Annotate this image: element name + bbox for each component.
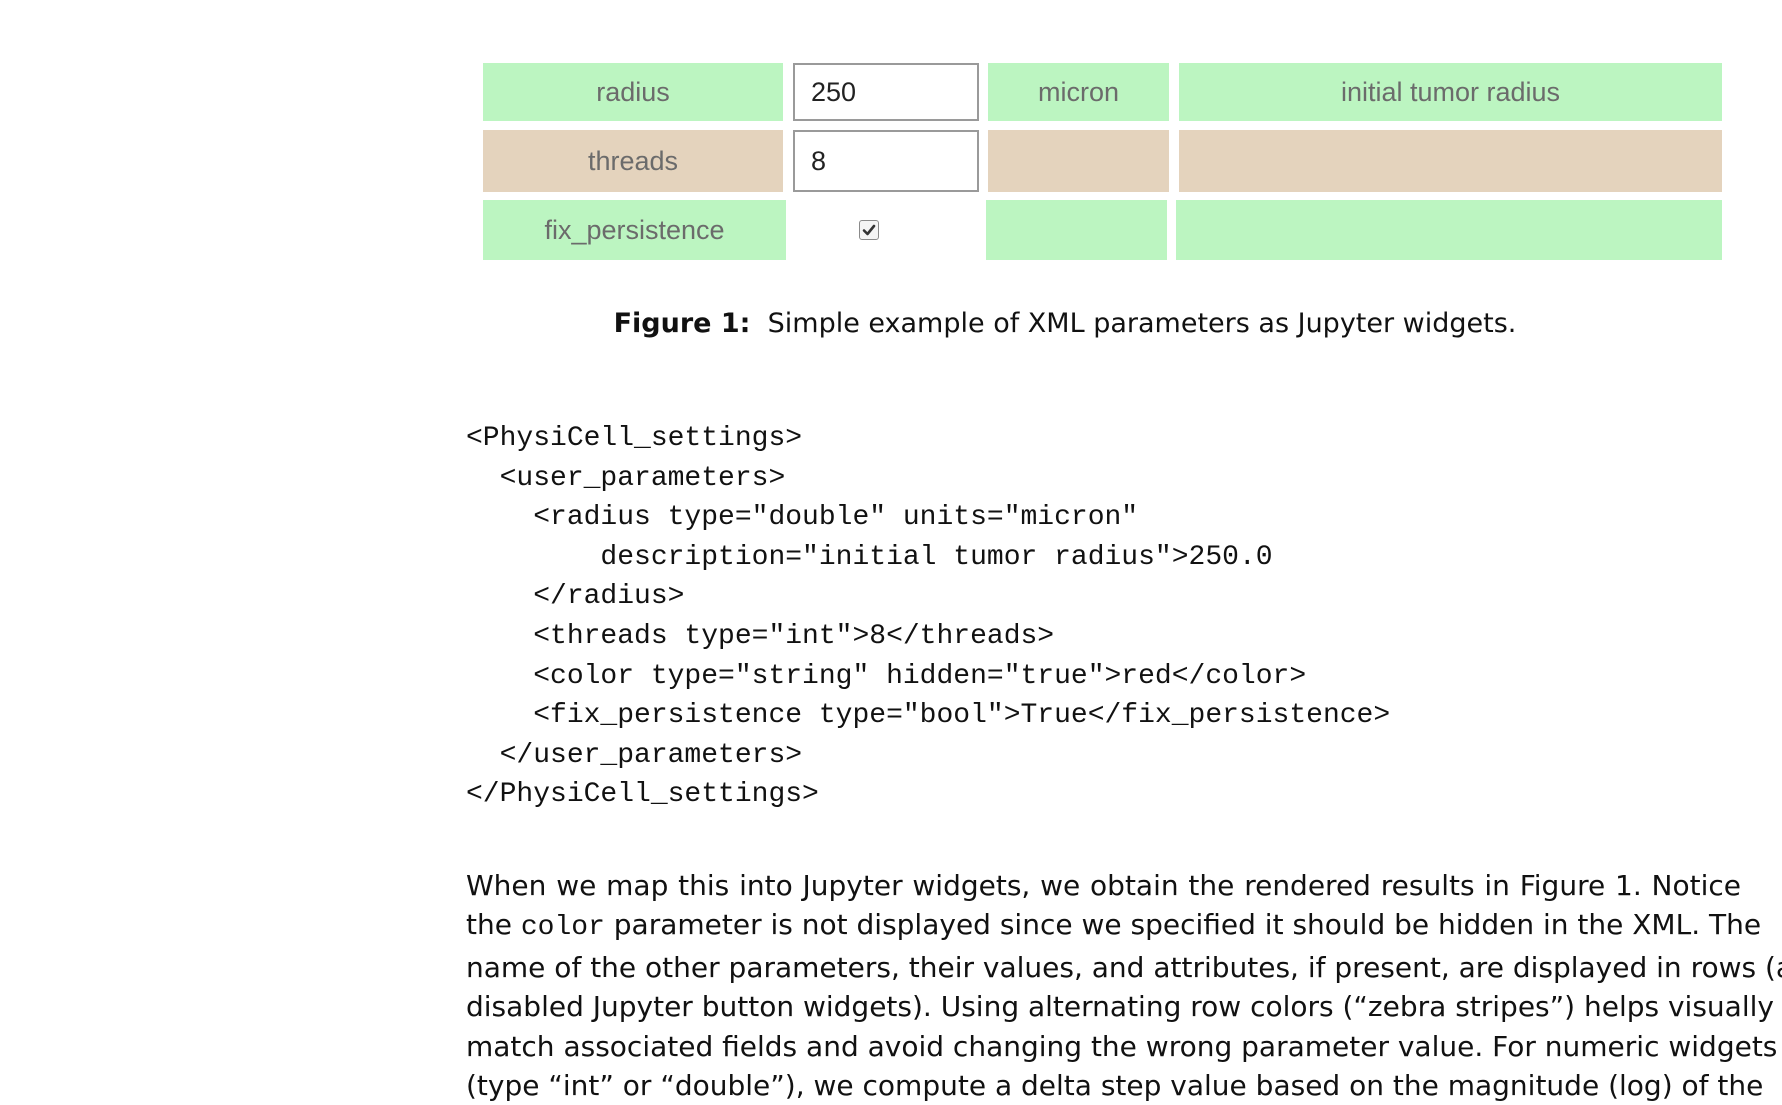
fix-persistence-checkbox[interactable]: [859, 220, 879, 240]
figure-caption-text: Simple example of XML parameters as Jupy…: [767, 308, 1517, 339]
checkmark-icon: [862, 224, 876, 236]
param-name-button: threads: [483, 130, 783, 192]
code-line: <fix_persistence type="bool">True</fix_p…: [466, 700, 1391, 732]
code-line: <user_parameters>: [466, 462, 786, 494]
code-line: <PhysiCell_settings>: [466, 423, 803, 454]
code-line: </user_parameters>: [466, 739, 803, 771]
xml-code-block: <PhysiCell_settings> <user_parameters> <…: [466, 419, 1390, 815]
paragraph-line: match associated fields and avoid changi…: [466, 1029, 1778, 1063]
paragraph-line: (type “int” or “double”), we compute a d…: [466, 1069, 1764, 1103]
code-line: <threads type="int">8</threads>: [466, 620, 1055, 652]
description-button: initial tumor radius: [1179, 63, 1722, 121]
body-paragraph: When we map this into Jupyter widgets, w…: [466, 866, 1782, 1105]
units-button: micron: [988, 63, 1169, 121]
description-button: [1176, 200, 1722, 260]
param-name-button: fix_persistence: [483, 200, 786, 260]
threads-input[interactable]: 8: [793, 130, 979, 192]
description-button: [1179, 130, 1722, 192]
code-line: </PhysiCell_settings>: [466, 779, 819, 811]
paragraph-line: name of the other parameters, their valu…: [466, 950, 1782, 984]
inline-code: color: [520, 912, 605, 944]
code-line: <color type="string" hidden="true">red</…: [466, 660, 1307, 692]
radius-input[interactable]: 250: [793, 63, 979, 121]
units-button: [988, 130, 1169, 192]
param-name-button: radius: [483, 63, 783, 121]
paragraph-line: When we map this into Jupyter widgets, w…: [466, 869, 1741, 902]
figure-caption: Figure 1: Simple example of XML paramete…: [0, 308, 1782, 339]
figure-label: Figure 1:: [613, 308, 751, 339]
code-line: </radius>: [466, 581, 685, 613]
paragraph-text: the: [466, 908, 521, 942]
paragraph-line: the color parameter is not displayed sin…: [466, 905, 1761, 947]
code-line: <radius type="double" units="micron": [466, 502, 1139, 534]
units-button: [986, 200, 1167, 260]
paragraph-line: disabled Jupyter button widgets). Using …: [466, 990, 1774, 1024]
paragraph-text: parameter is not displayed since we spec…: [604, 908, 1762, 942]
code-line: description="initial tumor radius">250.0: [466, 541, 1273, 573]
